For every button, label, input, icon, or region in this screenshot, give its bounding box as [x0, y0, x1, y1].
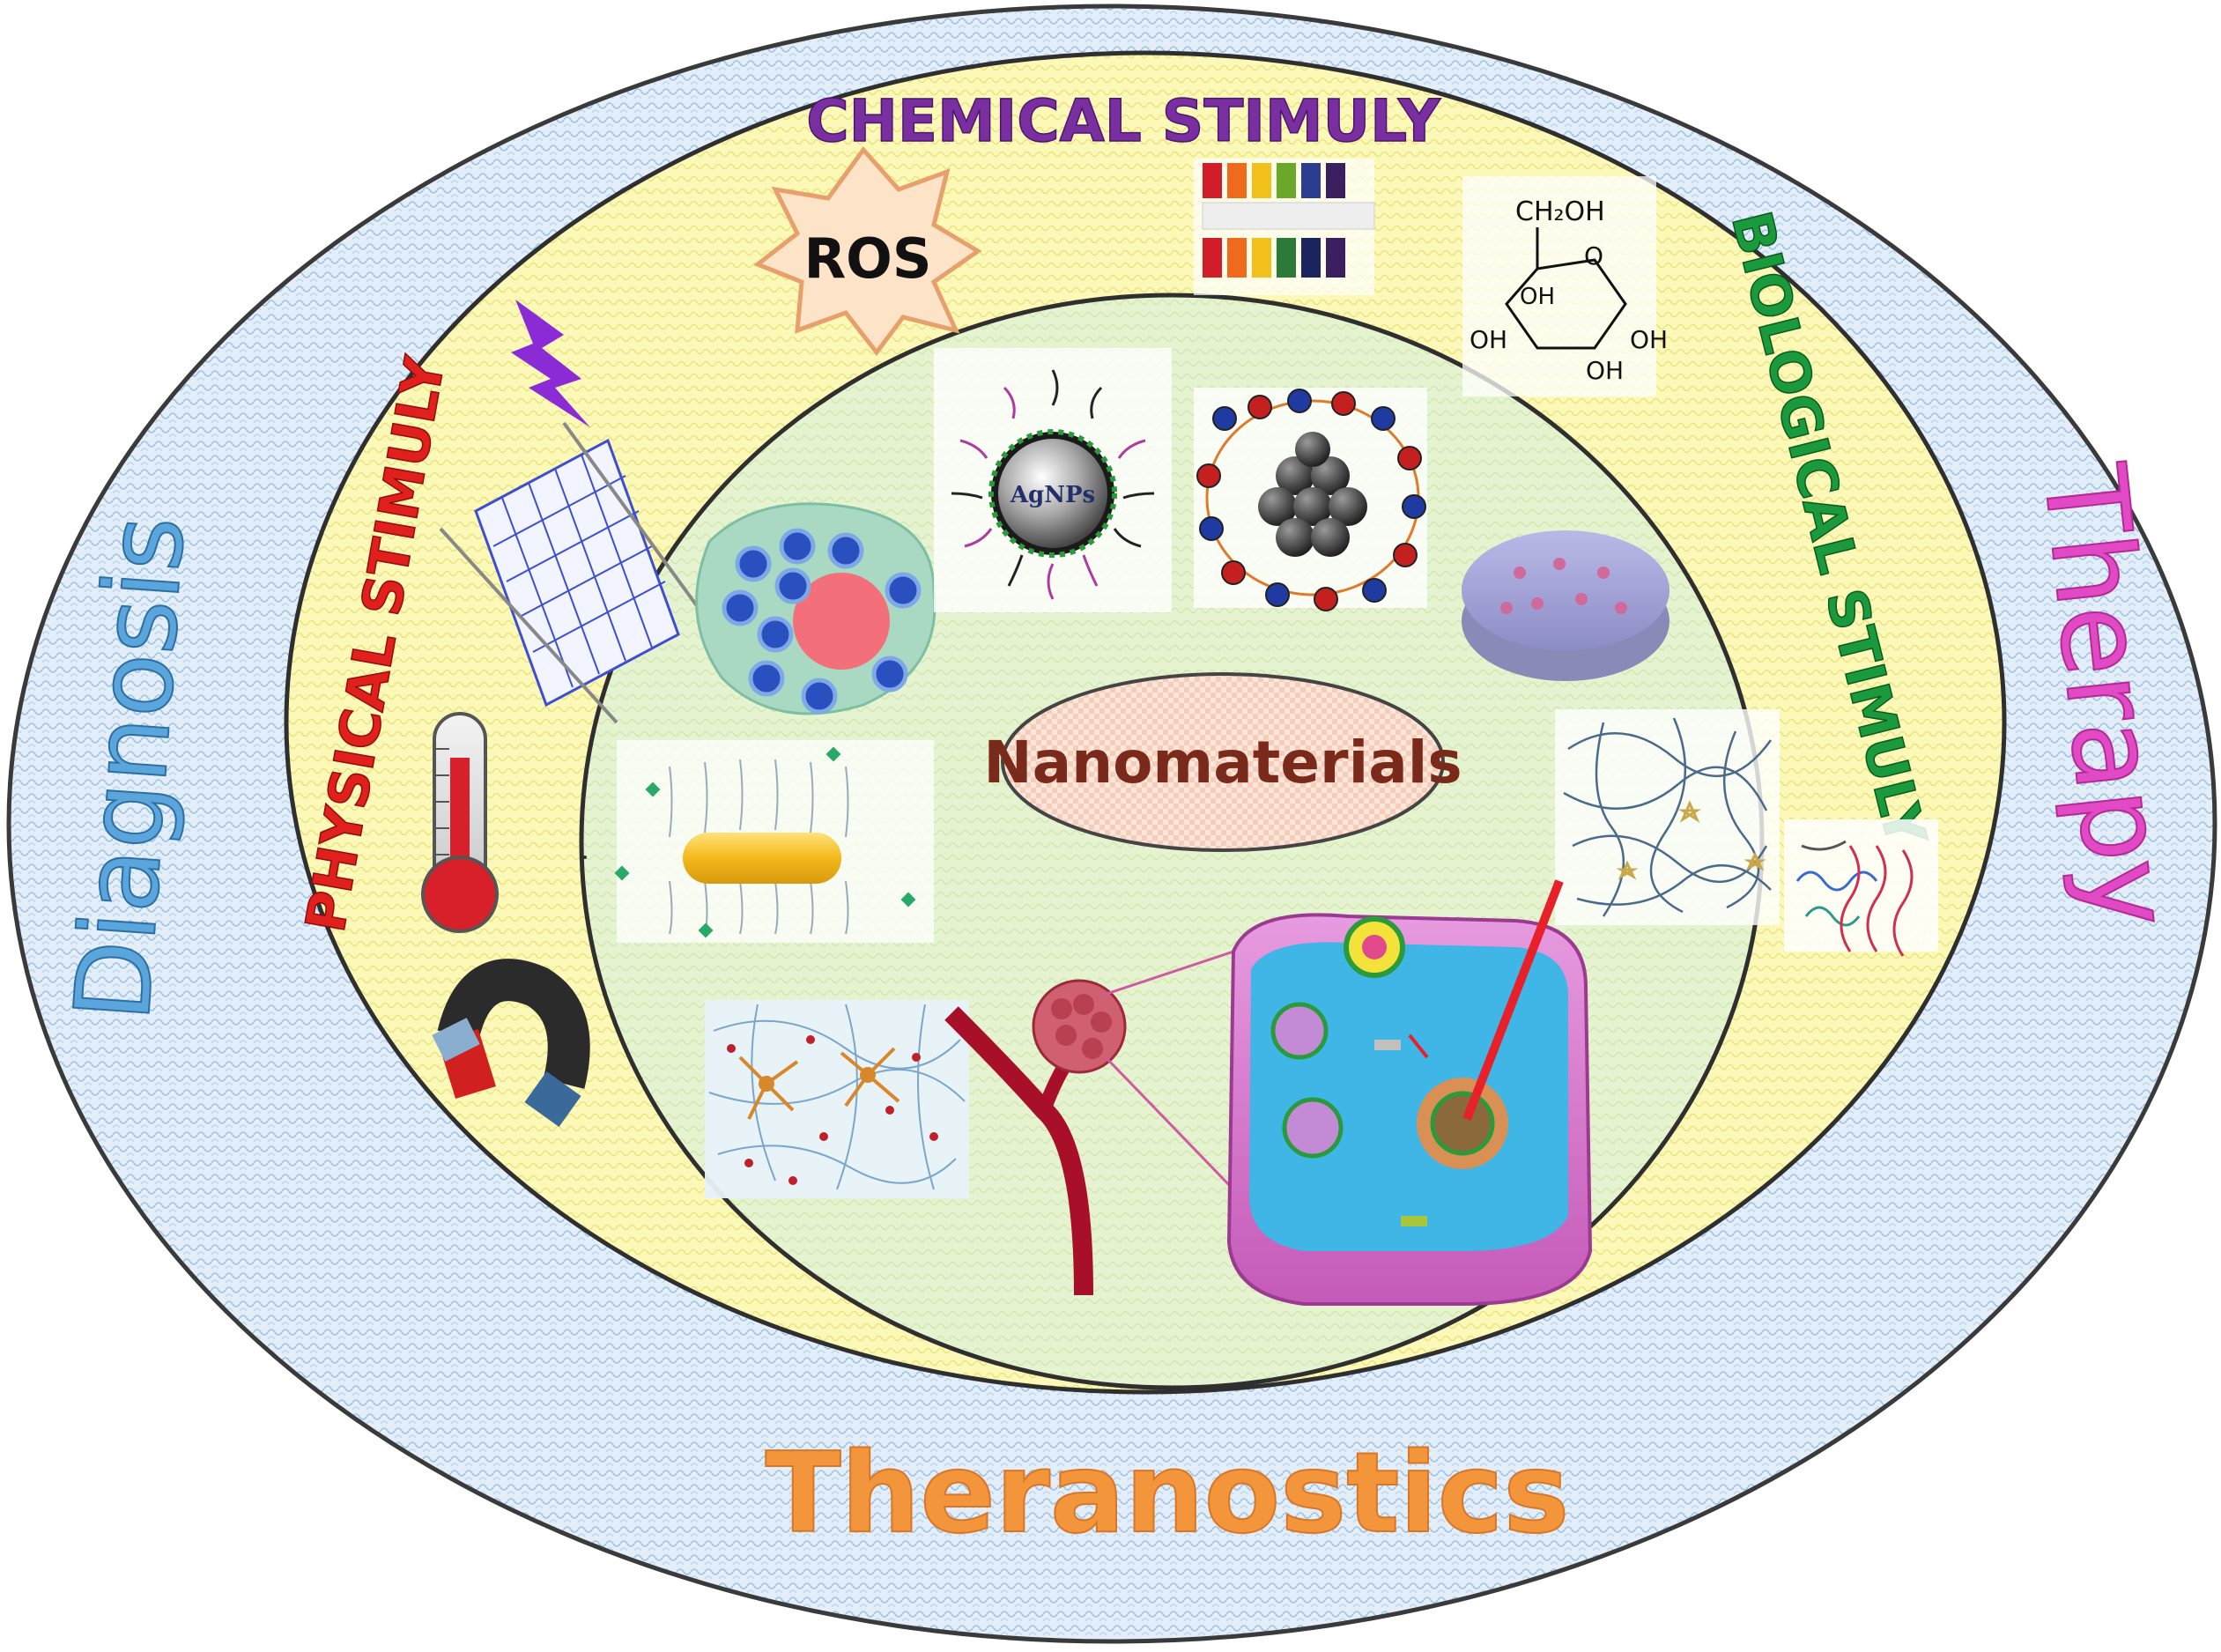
ros-label: ROS — [803, 226, 931, 291]
glucose-oh-1: OH — [1470, 325, 1507, 354]
nanomaterials-label: Nanomaterials — [983, 729, 1462, 796]
tumor-blood-vessel-icon — [944, 950, 1235, 1296]
glucose-ring-o: O — [1584, 241, 1603, 270]
silver-nanoparticle-icon: AgNPs — [934, 348, 1172, 612]
glucose-oh-2: OH — [1520, 284, 1555, 310]
polymer-network-icon — [1555, 709, 1780, 925]
magnet-icon — [432, 959, 590, 1127]
ph-indicator-strips-icon — [1194, 159, 1375, 295]
glucose-oh-3: OH — [1586, 356, 1624, 385]
thermometer-icon — [421, 712, 499, 933]
nanomaterials-center: Nanomaterials — [983, 672, 1462, 852]
lightning-bolt-icon — [511, 300, 590, 427]
electric-field-grid-icon — [439, 421, 707, 724]
glucose-oh-4: OH — [1630, 325, 1668, 354]
hydrogel-cells-icon — [705, 1000, 969, 1198]
agnps-label: AgNPs — [1010, 482, 1095, 508]
ros-starburst: ROS — [753, 146, 982, 357]
gold-nanorod-icon — [614, 740, 934, 943]
cell-cross-section-icon — [1226, 879, 1593, 1306]
protein-structure-icon — [1784, 819, 1938, 957]
charged-nanocluster-icon — [1194, 388, 1427, 611]
chemical-stimuly-label: CHEMICAL STIMULY — [806, 87, 1441, 155]
nanogel-with-particles-icon — [695, 502, 937, 715]
theranostics-label: Theranostics — [766, 1428, 1570, 1558]
nanofilm-disc-icon — [1462, 530, 1669, 681]
glucose-ch2oh: CH₂OH — [1515, 196, 1605, 227]
stray-dot — [583, 856, 587, 859]
glucose-structure-icon: CH₂OH O OH OH OH OH — [1462, 176, 1668, 396]
